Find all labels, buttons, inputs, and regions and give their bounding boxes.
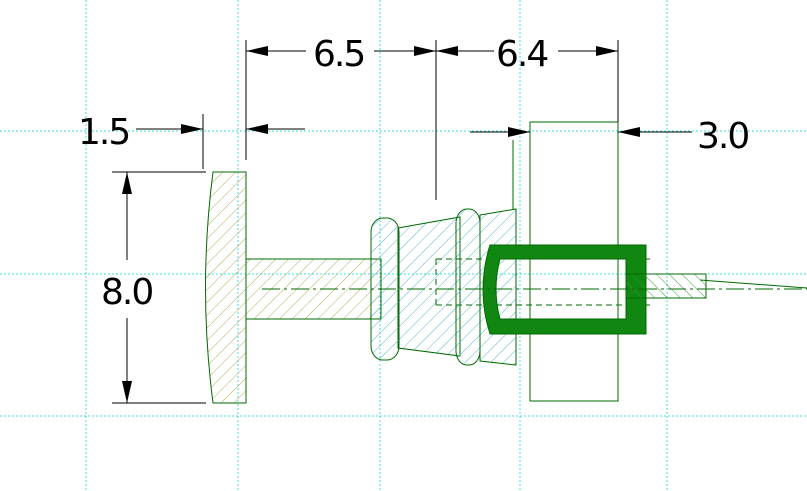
dimension-head-thickness: [136, 40, 305, 169]
clamp-plate: [529, 121, 619, 402]
head-flange: [205, 171, 247, 404]
dimension-span-1: [246, 40, 437, 200]
dimension-label-head-diameter: 8.0: [101, 272, 152, 313]
dimension-label-span-2: 6.4: [496, 34, 547, 75]
dimension-head-diameter: [112, 171, 206, 404]
center-line: [262, 140, 807, 290]
bore-hidden-lines: [435, 258, 650, 306]
dimension-label-span-1: 6.5: [313, 34, 364, 75]
sleeve: [482, 244, 647, 335]
dimension-label-span-3: 3.0: [697, 116, 748, 157]
dimension-span-2: [436, 40, 619, 122]
dimension-label-head-thickness: 1.5: [78, 112, 129, 153]
tail-pin: [625, 273, 707, 299]
